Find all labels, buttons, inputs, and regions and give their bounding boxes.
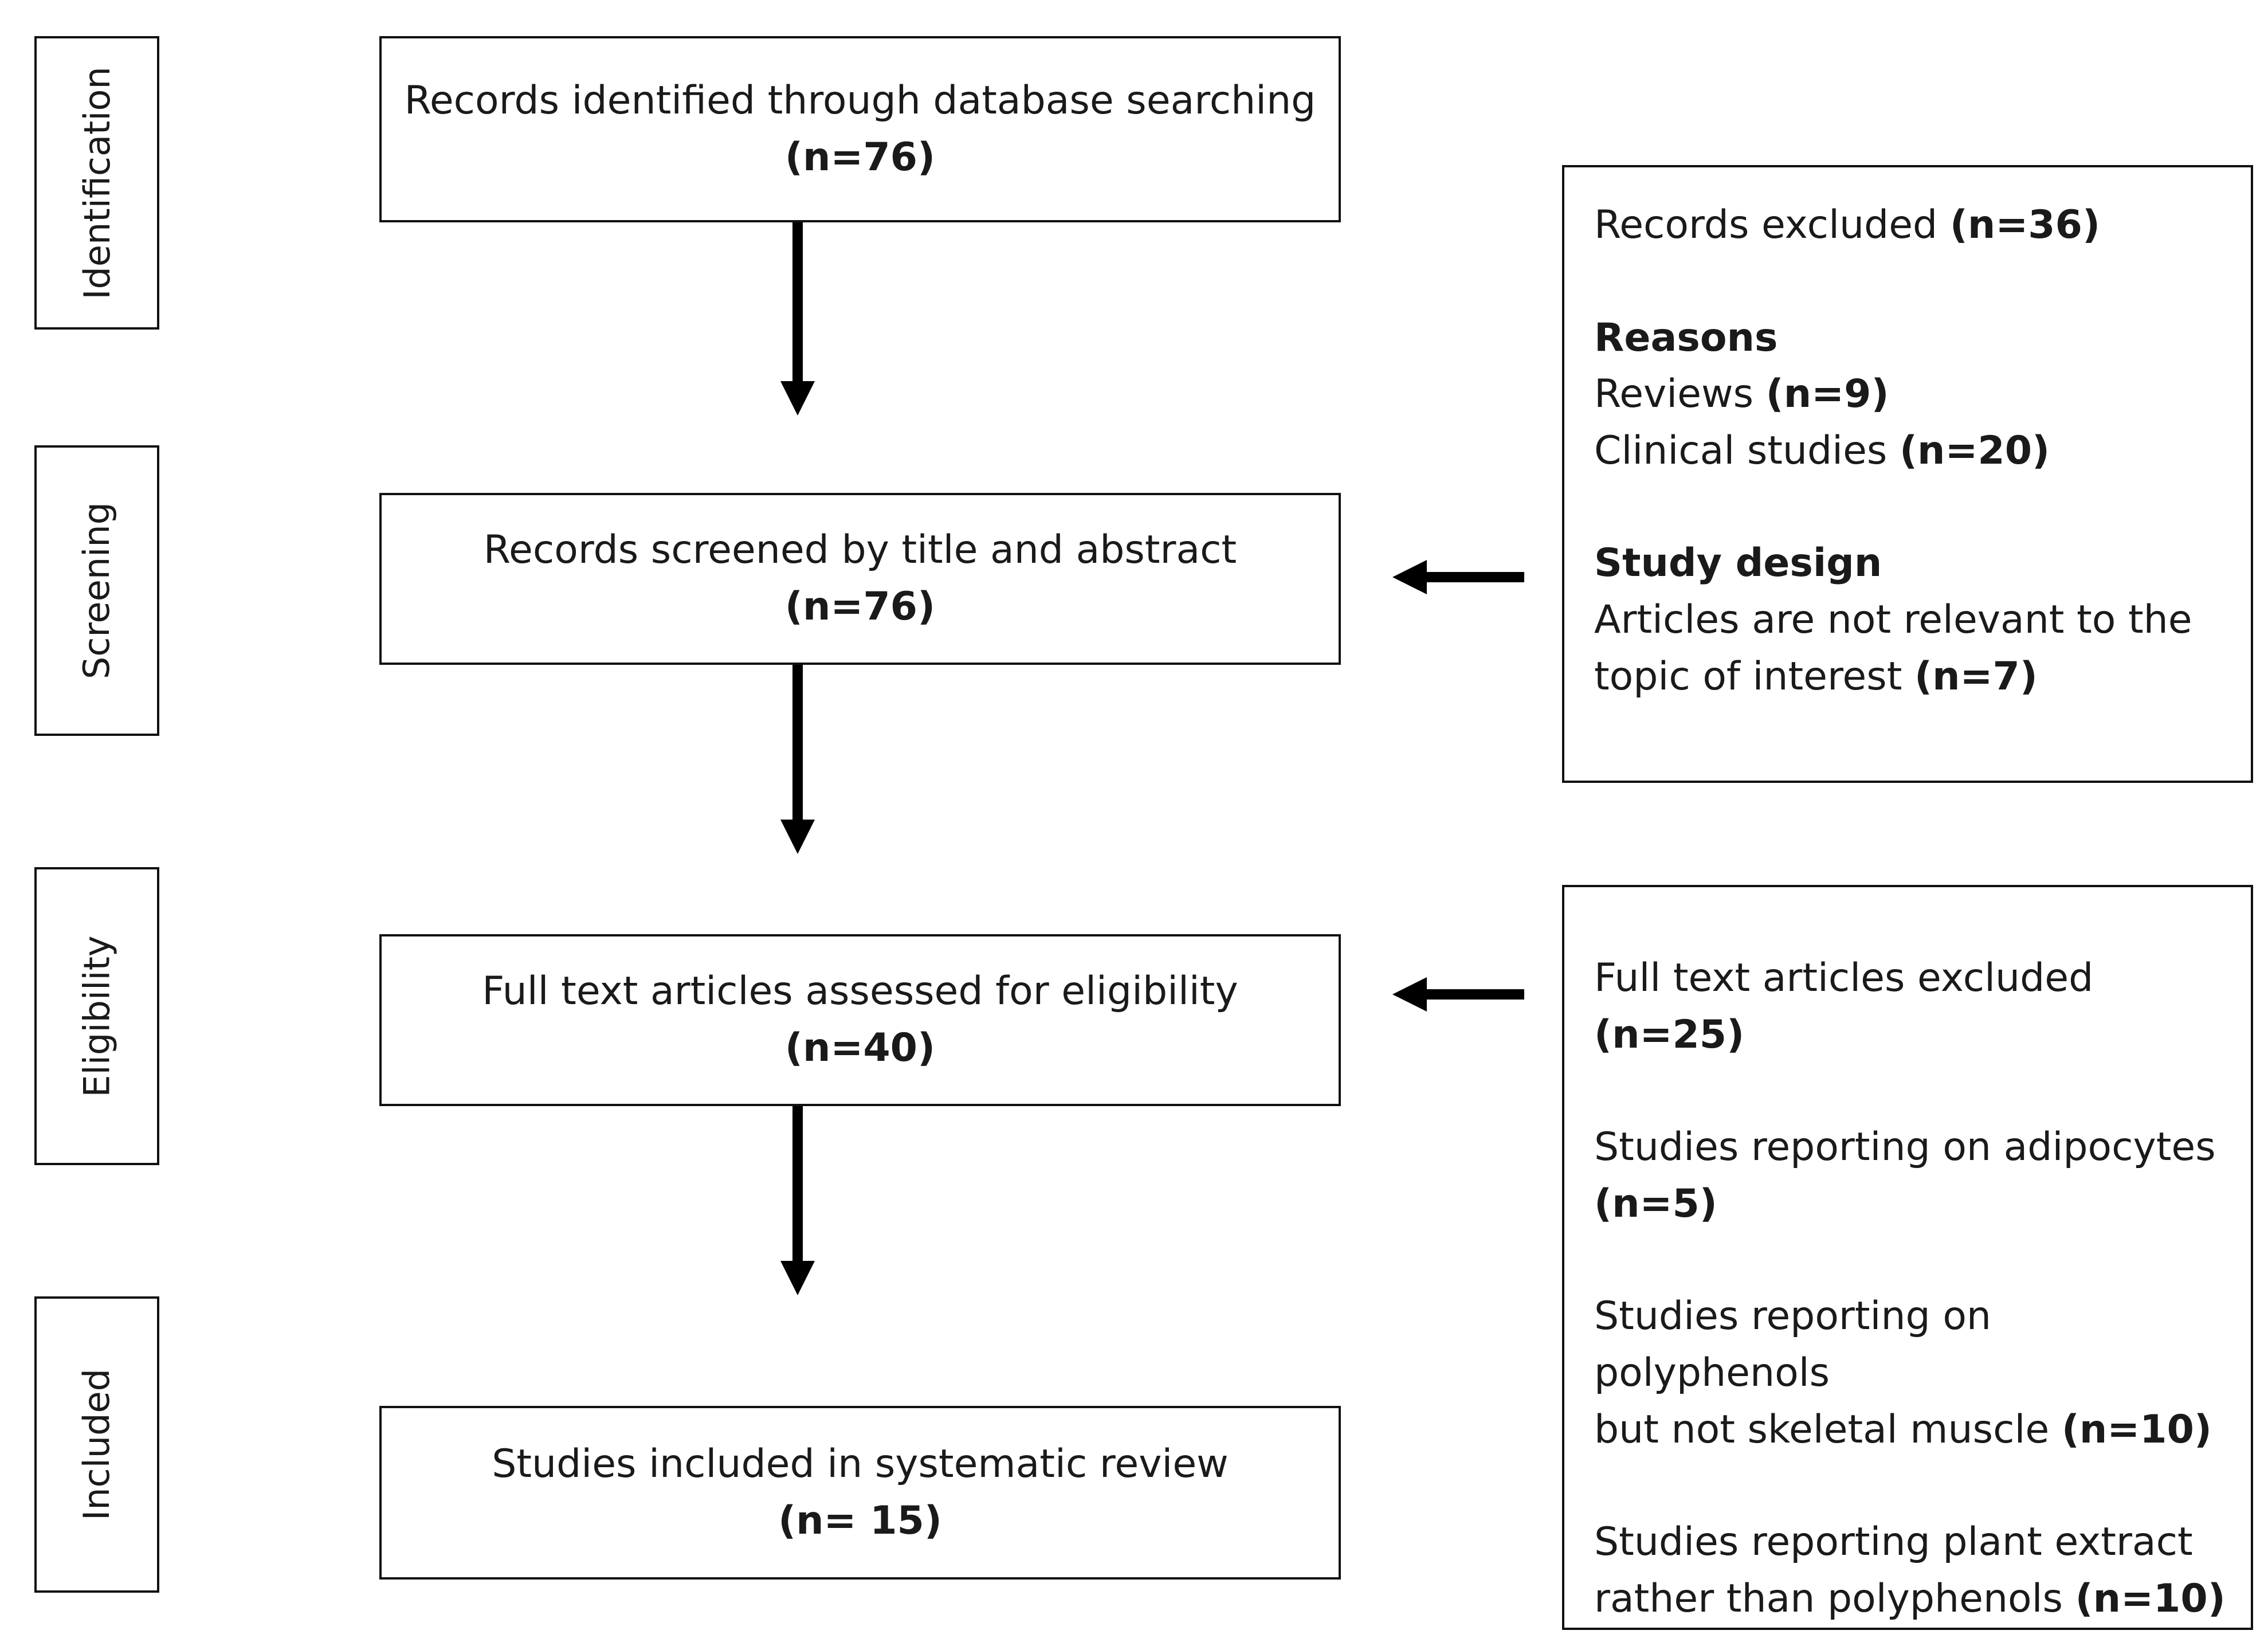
reasons-heading: Reasons bbox=[1594, 315, 1778, 360]
included-box: Studies included in systematic review (n… bbox=[379, 1406, 1341, 1580]
assessed-text: Full text articles assessed for eligibil… bbox=[482, 969, 1238, 1014]
extract-line-2: rather than polyphenols (n=10) bbox=[1594, 1576, 2226, 1621]
included-text: Studies included in systematic review bbox=[492, 1441, 1229, 1487]
arrow-identified-to-screened bbox=[780, 222, 815, 416]
design-line-1: Articles are not relevant to the bbox=[1594, 597, 2192, 642]
stage-screening: Screening bbox=[34, 445, 159, 736]
identified-box: Records identified through database sear… bbox=[379, 36, 1341, 222]
polyphenols-line-2: but not skeletal muscle (n=10) bbox=[1594, 1406, 2212, 1452]
reason-reviews: Reviews (n=9) bbox=[1594, 371, 1889, 417]
screened-text: Records screened by title and abstract bbox=[483, 527, 1237, 573]
fulltext-excluded-title: Full text articles excluded bbox=[1594, 955, 2094, 1001]
extract-line-1: Studies reporting plant extract bbox=[1594, 1519, 2193, 1565]
stage-eligibility: Eligibility bbox=[34, 867, 159, 1165]
identified-text: Records identified through database sear… bbox=[404, 77, 1316, 123]
fulltext-excluded-count: (n=25) bbox=[1594, 1012, 1745, 1057]
stage-identification: Identification bbox=[34, 36, 159, 330]
fulltext-excluded-box: Full text articles excluded (n=25) Studi… bbox=[1562, 885, 2253, 1630]
arrow-records-excluded bbox=[1392, 560, 1524, 594]
assessed-box: Full text articles assessed for eligibil… bbox=[379, 934, 1341, 1106]
included-count: (n= 15) bbox=[778, 1498, 942, 1543]
adipocytes-count: (n=5) bbox=[1594, 1181, 1717, 1226]
arrow-assessed-to-included bbox=[780, 1106, 815, 1295]
screened-count: (n=76) bbox=[784, 584, 936, 629]
arrow-screened-to-assessed bbox=[780, 665, 815, 854]
study-design-heading: Study design bbox=[1594, 540, 1882, 586]
design-line-2: topic of interest (n=7) bbox=[1594, 653, 2038, 699]
adipocytes-line: Studies reporting on adipocytes bbox=[1594, 1124, 2216, 1170]
screened-box: Records screened by title and abstract (… bbox=[379, 493, 1341, 665]
reason-clinical: Clinical studies (n=20) bbox=[1594, 428, 2050, 473]
assessed-count: (n=40) bbox=[784, 1025, 936, 1071]
identified-count: (n=76) bbox=[784, 134, 936, 180]
records-excluded-box: Records excluded (n=36) Reasons Reviews … bbox=[1562, 165, 2253, 783]
records-excluded-title: Records excluded (n=36) bbox=[1594, 202, 2101, 248]
stage-included: Included bbox=[34, 1296, 159, 1593]
arrow-fulltext-excluded bbox=[1392, 977, 1524, 1012]
polyphenols-line-1: Studies reporting on polyphenols bbox=[1594, 1294, 1992, 1396]
